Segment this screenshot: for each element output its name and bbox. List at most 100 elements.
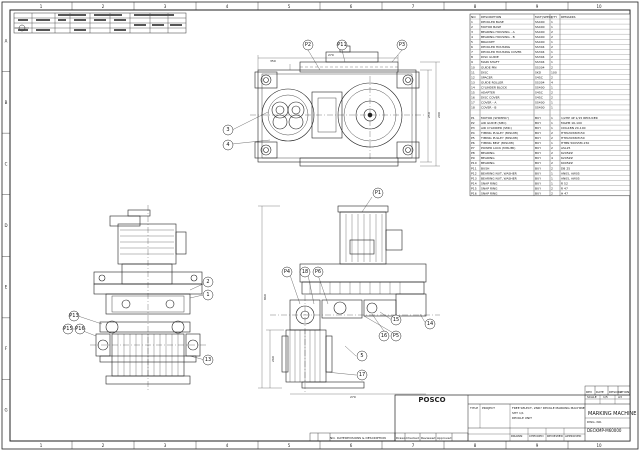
bom-cell-rem: AN05, AW05 <box>561 171 580 175</box>
bom-cell-desc: DISC GUIDE <box>481 55 499 59</box>
bom-cell-qty: 2 <box>551 35 553 39</box>
callout-14: 14 <box>424 318 436 330</box>
zone-top-4: 4 <box>226 4 229 9</box>
zone-bottom-5: 5 <box>288 443 291 448</box>
zone-top-9: 9 <box>536 4 539 9</box>
bom-cell-qty: 1 <box>551 25 553 29</box>
bom-cell-qty: 2 <box>551 30 553 34</box>
bom-cell-no: 16 <box>471 96 475 100</box>
rev-header-approved: Approved <box>437 436 451 440</box>
bom-cell-mat: BUY <box>535 146 541 150</box>
callout-15: 15 <box>390 314 402 326</box>
bom-cell-desc: TIMING PULLEY (MISUMI) <box>480 131 518 135</box>
bom-cell-no: P16 <box>471 192 477 196</box>
bom-cell-no: P2 <box>471 121 475 125</box>
rev-header-no: NO. <box>330 436 335 440</box>
bom-cell-qty: 1 <box>551 60 553 64</box>
bom-cell-desc: BEARING HOUSING - A <box>481 30 516 34</box>
callout-3: 3 <box>222 124 234 136</box>
revision-block <box>309 432 469 442</box>
callout-p11: P11 <box>336 39 348 51</box>
bom-cell-no: 3 <box>471 30 473 34</box>
top-view-dimensions <box>257 55 440 167</box>
callout-18-label: 18 <box>302 269 308 275</box>
callout-p3-label: P3 <box>399 42 405 48</box>
zone-top-2: 2 <box>102 4 105 9</box>
bom-cell-mat: BUY <box>535 126 541 130</box>
bom-cell-mat: SKD <box>535 70 542 74</box>
bom-cell-qty: 1 <box>551 176 553 180</box>
bom-cell-no: P14 <box>471 181 477 185</box>
bom-cell-qty: 1 <box>551 101 553 105</box>
bom-cell-desc: SNAP RING <box>481 192 498 196</box>
bom-cell-desc: BEARING <box>481 151 495 155</box>
dim-side-height: 260 <box>271 356 275 362</box>
bom-cell-qty: 1 <box>551 171 553 175</box>
bom-cell-no: 10 <box>471 65 475 69</box>
callout-16-label: 16 <box>381 333 387 339</box>
callout-p16-label: P16 <box>75 326 84 332</box>
bom-cell-desc: POWER LOCK (MISUMI) <box>481 146 515 150</box>
bom-cell-mat: SS400 <box>535 30 545 34</box>
bom-cell-no: P13 <box>471 176 477 180</box>
bom-cell-desc: BUSH <box>481 166 489 170</box>
bom-cell-desc: TIMING PULLEY (MISUMI) <box>480 136 518 140</box>
bom-cell-qty: 1 <box>551 20 553 24</box>
bom-cell-no: P7 <box>471 146 475 150</box>
bom-cell-rem: HTBN 500S5M-150 <box>561 141 589 145</box>
bom-cell-no: 2 <box>471 25 473 29</box>
zone-bottom-3: 3 <box>164 443 167 448</box>
bom-cell-desc: DECKLER HOUSING COVER <box>481 50 521 54</box>
bom-cell-qty: 1 <box>551 116 553 120</box>
dim-top-width: 270 <box>328 53 334 57</box>
bom-cell-desc: SNAP RING <box>481 186 498 190</box>
bom-cell-rem: R 47 <box>561 186 568 190</box>
callout-17-label: 17 <box>359 372 365 378</box>
zone-bottom-4: 4 <box>226 443 229 448</box>
bom-cell-desc: MOTOR (SHIMPO?) <box>481 116 509 120</box>
callout-13-label: 13 <box>205 357 211 363</box>
bom-cell-desc: BEARING NUT, WASHER <box>481 176 517 180</box>
drawing-title: MARKING MACHINE <box>588 411 636 417</box>
zone-top-6: 6 <box>350 4 353 9</box>
bom-cell-qty: 2 <box>551 131 553 135</box>
dim-side-width: 270 <box>350 395 356 399</box>
bom-cell-mat: S45C <box>535 91 543 95</box>
bom-cell-mat: SS304 <box>535 50 545 54</box>
callout-p1-label: P1 <box>375 190 381 196</box>
bom-cell-desc: GUIDE PIN <box>481 65 497 69</box>
bom-cell-no: P4 <box>471 131 475 135</box>
bom-cell-qty: 2 <box>551 161 553 165</box>
bom-cell-desc: COVER - B <box>481 106 496 110</box>
zone-bottom-2: 2 <box>102 443 105 448</box>
bom-cell-no: 17 <box>471 101 475 105</box>
bom-cell-mat: BUY <box>535 121 541 125</box>
bom-header-mat: MAT'(SPEC) <box>535 15 552 19</box>
callout-p15-label: P15 <box>63 326 72 332</box>
project-line-2: SHT 1/1 <box>512 411 524 415</box>
rev-header-drawn: Drawn <box>396 436 406 440</box>
rev-header-desc: REVISIONS & DESCRIPTION <box>345 436 386 440</box>
callout-13: 13 <box>202 354 214 366</box>
bom-cell-qty: 4 <box>551 156 553 160</box>
bom-cell-no: 1 <box>471 20 473 24</box>
bom-cell-qty: 2 <box>551 65 553 69</box>
callout-p5: P5 <box>390 330 402 342</box>
rev-col-date: DATE <box>596 390 604 394</box>
bom-cell-no: 5 <box>471 40 473 44</box>
callout-4-label: 4 <box>226 142 229 148</box>
bom-cell-no: 14 <box>471 85 475 89</box>
project-label: TITLE <box>469 406 478 410</box>
bom-cell-desc: DECKLER BASE <box>481 20 504 24</box>
